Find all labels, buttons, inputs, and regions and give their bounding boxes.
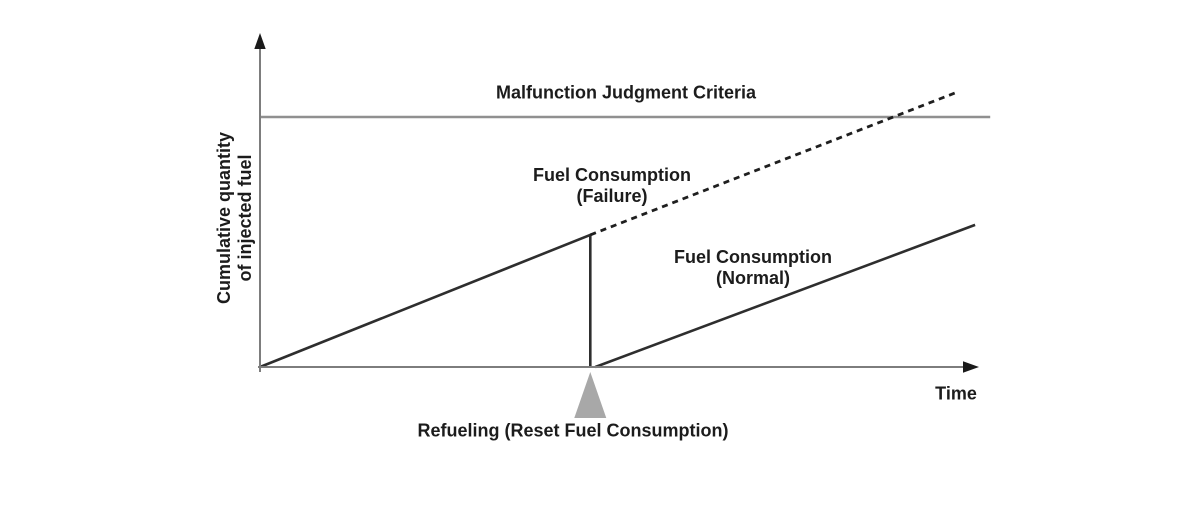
normal-series-label: Fuel Consumption (Normal) [674,247,832,289]
x-axis-arrowhead-icon [963,361,979,373]
series-fuel-consumption-failure-projection-without-reset [589,90,958,237]
series-fuel-consumption-failure-accumulated-reset-at-refueling [259,232,592,369]
threshold-label: Malfunction Judgment Criteria [495,82,757,103]
normal-series-label-line1: Fuel Consumption [674,247,832,267]
y-axis-label: Cumulative quantity of injected fuel [214,132,256,304]
y-axis-label-line1: Cumulative quantity [214,131,234,305]
y-axis-arrowhead-icon [254,33,266,49]
failure-series-label: Fuel Consumption (Failure) [533,165,691,207]
y-axis-label-line2: of injected fuel [235,154,255,282]
refueling-marker-icon [574,372,607,418]
normal-series-label-line2: (Normal) [715,268,791,288]
refueling-label: Refueling (Reset Fuel Consumption) [417,420,729,441]
series-fuel-consumption-normal [594,223,976,369]
x-axis-label: Time [935,383,977,404]
failure-series-label-line1: Fuel Consumption [533,165,691,185]
failure-series-label-line2: (Failure) [576,186,648,206]
